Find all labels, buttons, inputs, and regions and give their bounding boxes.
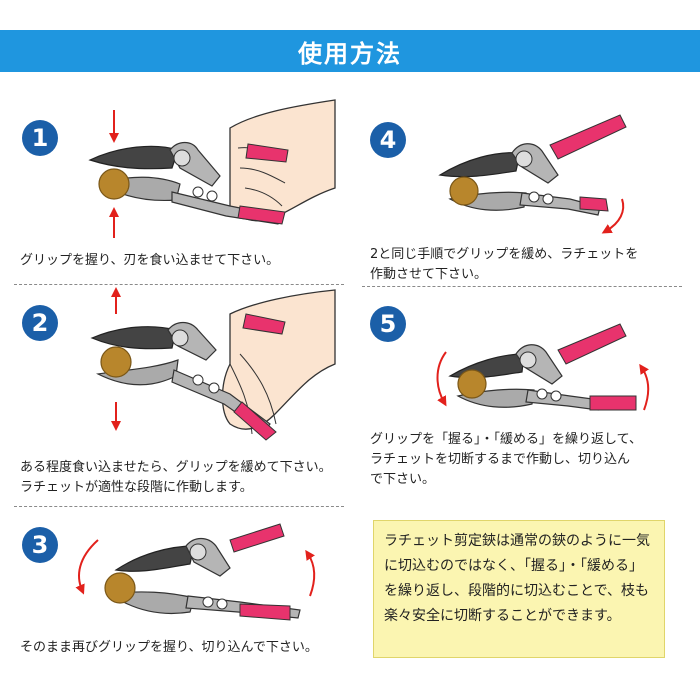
step-2-pruner-illustration (90, 287, 336, 441)
page-title: 使用方法 (298, 39, 402, 68)
divider (14, 284, 344, 285)
step-4-number-badge: 4 (370, 122, 406, 158)
step-4-number: 4 (379, 126, 397, 154)
info-note-text: ラチェット剪定鋏は通常の鋏のように一気に切込むのではなく、「握る」・「緩める」を… (384, 533, 650, 624)
step-5-number-badge: 5 (370, 306, 406, 342)
step-3-pruner-illustration (75, 523, 316, 621)
step-1-caption: グリップを握り、刃を食い込ませて下さい。 (20, 253, 280, 268)
step-4-caption: 2と同じ手順でグリップを緩め、ラチェットを 作動させて下さい。 (370, 247, 639, 282)
step-2-number-badge: 2 (22, 305, 58, 341)
step-1-number: 1 (31, 124, 49, 152)
step-2-number: 2 (31, 309, 49, 337)
divider (362, 286, 682, 287)
step-5-number: 5 (379, 310, 397, 338)
step-1-pruner-illustration (88, 99, 336, 238)
divider (14, 506, 344, 507)
step-1-number-badge: 1 (22, 120, 58, 156)
info-note-box: ラチェット剪定鋏は通常の鋏のように一気に切込むのではなく、「握る」・「緩める」を… (373, 520, 665, 658)
step-5-pruner-illustration (436, 323, 650, 411)
step-3-caption: そのまま再びグリップを握り、切り込んで下さい。 (20, 640, 318, 655)
step-4-pruner-illustration (438, 114, 627, 234)
step-5-caption: グリップを「握る」・「緩める」を繰り返して、 ラチェットを切断するまで作動し、切… (370, 432, 642, 487)
header-bar: 使用方法 (0, 30, 700, 72)
step-3-number-badge: 3 (22, 527, 58, 563)
step-2-caption: ある程度食い込ませたら、グリップを緩めて下さい。 ラチェットが適性な段階に作動し… (20, 460, 332, 495)
step-3-number: 3 (31, 531, 49, 559)
